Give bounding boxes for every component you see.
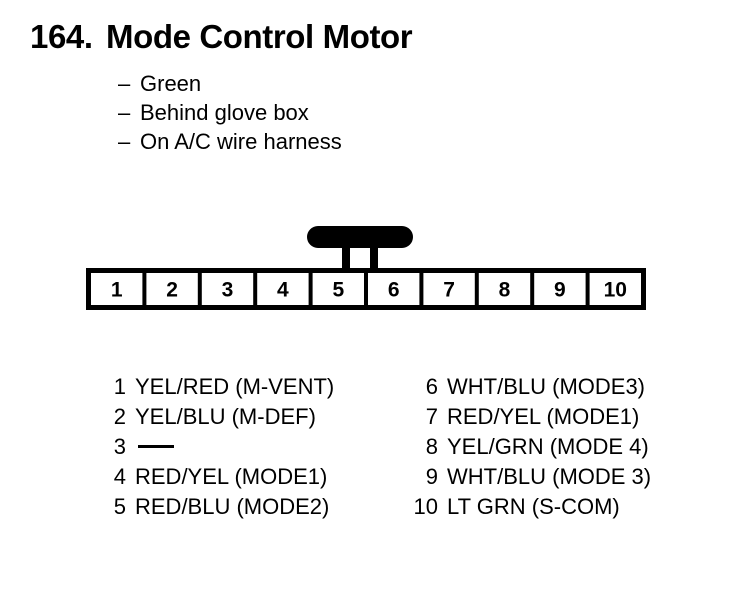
pin-legend-row: 5 RED/BLU (MODE2) bbox=[96, 492, 334, 522]
pin-legend-row: 8 YEL/GRN (MODE 4) bbox=[408, 432, 651, 462]
pin-number-label: 10 bbox=[604, 279, 627, 302]
pin-legend-description: YEL/RED (M-VENT) bbox=[135, 374, 335, 399]
pin-legend-column-right: 6 WHT/BLU (MODE3) 7 RED/YEL (MODE1) 8 YEL/GRN… bbox=[408, 372, 652, 522]
connector-diagram: 1 2 3 4 5 6 7 8 9 10 bbox=[86, 220, 646, 310]
pin-legend-number: 5 bbox=[113, 494, 126, 519]
pin-legend-row: 4 RED/YEL (MODE1) bbox=[96, 462, 334, 492]
pin-legend-number: 1 bbox=[113, 374, 126, 399]
pin-legend-number: 3 bbox=[113, 434, 126, 459]
pin-legend-description: LT GRN (S-COM) bbox=[447, 494, 620, 519]
pin-legend-description: WHT/BLU (MODE3) bbox=[447, 374, 645, 399]
pin-legend-description: RED/BLU (MODE2) bbox=[135, 494, 330, 519]
pin-legend-row: 1 YEL/RED (M-VENT) bbox=[96, 372, 335, 402]
pin-legend-number: 9 bbox=[425, 464, 438, 489]
pin-legend-number: 2 bbox=[113, 404, 126, 429]
pin-cell[interactable] bbox=[257, 273, 309, 305]
pin-number-label: 9 bbox=[554, 279, 566, 302]
attribute-item: –On A/C wire harness bbox=[118, 127, 342, 156]
pin-cell[interactable] bbox=[201, 273, 254, 305]
pin-number-label: 6 bbox=[388, 279, 400, 302]
title-block: 164. Mode Control Motor bbox=[30, 18, 710, 56]
pin-legend-number: 8 bbox=[425, 434, 438, 459]
pin-cell[interactable] bbox=[423, 273, 475, 305]
latch-tab-icon bbox=[307, 226, 413, 272]
pin-cell[interactable] bbox=[589, 273, 641, 305]
pin-legend-row: 6 WHT/BLU (MODE3) bbox=[408, 372, 651, 402]
title-name: Mode Control Motor bbox=[106, 18, 413, 55]
dash-icon: – bbox=[118, 100, 131, 125]
pin-number-label: 7 bbox=[443, 279, 455, 302]
pin-cell[interactable] bbox=[91, 273, 143, 305]
pin-legend-number: 7 bbox=[425, 404, 438, 429]
pin-number-label: 1 bbox=[111, 279, 123, 302]
pin-number-label: 4 bbox=[277, 279, 289, 302]
pin-legend-description: WHT/BLU (MODE 3) bbox=[447, 464, 652, 489]
attribute-label: Green bbox=[140, 71, 202, 96]
pin-legend-description: RED/YEL (MODE1) bbox=[135, 464, 328, 489]
dash-icon: – bbox=[118, 71, 131, 96]
pin-legend-row: 2 YEL/BLU (M-DEF) bbox=[96, 402, 334, 432]
dash-icon: – bbox=[118, 129, 131, 154]
pin-legend-description bbox=[126, 432, 174, 462]
pin-number-label: 8 bbox=[499, 279, 511, 302]
page-title: 164. Mode Control Motor bbox=[30, 18, 710, 56]
pin-legend-number: 4 bbox=[113, 464, 126, 489]
attribute-label: On A/C wire harness bbox=[140, 129, 342, 154]
attribute-list: –Green–Behind glove box–On A/C wire harn… bbox=[118, 69, 342, 156]
pin-legend-row: 7 RED/YEL (MODE1) bbox=[408, 402, 651, 432]
attribute-item: –Behind glove box bbox=[118, 98, 342, 127]
pin-legend-number: 10 bbox=[413, 494, 438, 519]
pin-legend-description: YEL/GRN (MODE 4) bbox=[447, 434, 649, 459]
pin-legend-row: 3 bbox=[96, 432, 334, 462]
pin-legend-description: YEL/BLU (M-DEF) bbox=[135, 404, 316, 429]
pin-cell[interactable] bbox=[478, 273, 531, 305]
pin-legend-description: RED/YEL (MODE1) bbox=[447, 404, 640, 429]
pin-legend-row: 10 LT GRN (S-COM) bbox=[408, 492, 651, 522]
pin-cell[interactable] bbox=[534, 273, 586, 305]
pin-legend-row: 9 WHT/BLU (MODE 3) bbox=[408, 462, 651, 492]
pin-cell[interactable] bbox=[312, 273, 364, 305]
pin-cell[interactable] bbox=[368, 273, 420, 305]
pin-number-label: 2 bbox=[166, 279, 178, 302]
attribute-label: Behind glove box bbox=[140, 100, 309, 125]
pin-cell-group bbox=[91, 273, 641, 305]
connector-svg: 1 2 3 4 5 6 7 8 9 10 bbox=[86, 226, 646, 310]
pin-legend-column-left: 1 YEL/RED (M-VENT) 2 YEL/BLU (M-DEF) 3 4 RED/Y… bbox=[96, 372, 335, 522]
attribute-item: –Green bbox=[118, 69, 342, 98]
unused-pin-rule-icon bbox=[138, 445, 174, 448]
pin-legend-number: 6 bbox=[425, 374, 438, 399]
pin-cell[interactable] bbox=[146, 273, 198, 305]
pin-number-label: 5 bbox=[332, 279, 344, 302]
title-number: 164. bbox=[30, 18, 93, 55]
pin-number-group: 1 2 3 4 5 6 7 8 9 10 bbox=[111, 279, 627, 302]
pin-number-label: 3 bbox=[222, 279, 234, 302]
